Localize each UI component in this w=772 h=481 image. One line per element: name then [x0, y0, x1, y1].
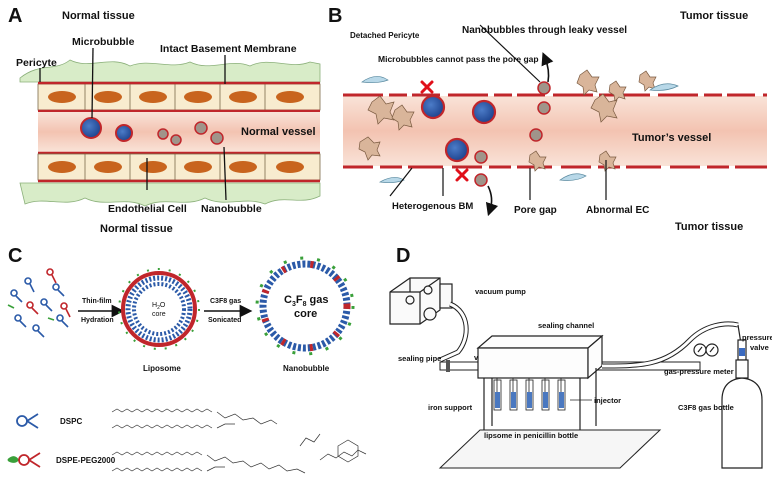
normal-tissue-top-label: Normal tissue: [62, 10, 135, 22]
pore-gap-label: Pore gap: [514, 205, 557, 216]
pericyte-layer-top: [19, 59, 321, 83]
microbubble-label: Microbubble: [72, 36, 135, 48]
panel-d: D vacuum pump sealing pipe valve sealing…: [389, 245, 772, 469]
nanobubble-a1: [157, 128, 169, 140]
tumor-tissue-top-label: Tumor tissue: [680, 10, 748, 22]
nanobubble-c: [255, 256, 355, 356]
iron-support-label: iron support: [428, 403, 473, 412]
panel-c-letter: C: [8, 245, 22, 267]
gas-bottle-label: C3F8 gas bottle: [678, 403, 734, 412]
gas-pressure-meter: [693, 343, 719, 357]
abnormal-ec-label: Abnormal EC: [586, 205, 649, 216]
hydration-label: Hydration: [81, 317, 114, 324]
ec-dividers-bottom: [84, 154, 266, 180]
thin-film-label: Thin-film: [82, 298, 112, 305]
gas-pipe: [601, 321, 739, 369]
nanobubble-b4: [474, 173, 488, 187]
nanobubble-b3: [474, 150, 488, 164]
nanobubble-a4: [210, 131, 224, 145]
endothelial-cell-label: Endothelial Cell: [108, 203, 187, 215]
dspe-peg-structure: [111, 433, 367, 474]
liposome: [118, 268, 200, 350]
blocked-x-marks: [420, 80, 469, 182]
valve-left: [446, 360, 450, 372]
bottle-fill: [495, 392, 564, 408]
pressure-valve-label-1: pressure: [742, 333, 772, 342]
lipsome-bottle-label: lipsome in penicillin bottle: [484, 431, 578, 440]
tumor-tissue-bottom-label: Tumor tissue: [675, 221, 743, 233]
sealing-pipe-label: sealing pipe: [398, 354, 441, 363]
escape-arrow-top: [541, 52, 554, 83]
tumor-pericytes: [361, 76, 679, 184]
sealing-channel: [476, 334, 604, 380]
nanobubbles-leaky-label: Nanobubbles through leaky vessel: [462, 25, 627, 36]
dspe-peg-icon: [7, 452, 41, 468]
vacuum-pump: [389, 277, 453, 325]
panel-a: A Normal tissue: [8, 5, 321, 235]
injectors: [496, 378, 562, 392]
pressure-valve-label-2: valve: [750, 343, 769, 352]
panel-a-leaders: [39, 47, 227, 201]
panel-b-leaders: [389, 24, 607, 200]
dspe-peg-label: DSPE-PEG2000: [56, 456, 116, 465]
sonicated-label: Sonicated: [208, 317, 241, 324]
nanobubble-b2: [537, 101, 551, 115]
pericyte-label: Pericyte: [16, 57, 57, 69]
gas-bottle: [721, 324, 763, 469]
sealing-pipe-inner: [439, 302, 468, 362]
vacuum-pump-label: vacuum pump: [475, 287, 526, 296]
panel-a-letter: A: [8, 5, 22, 27]
microbubble-b2: [471, 99, 497, 125]
gas-core-label: C3F8 gas: [284, 294, 329, 308]
tumor-vessel-lumen: [343, 96, 767, 166]
tumor-cells: [358, 69, 657, 172]
panel-d-letter: D: [396, 245, 410, 267]
microbubble-b3: [444, 137, 470, 163]
dspc-icon: [16, 413, 39, 429]
h2o-core-label: H2O: [152, 302, 166, 311]
free-lipids: [7, 268, 71, 338]
pressure-valve: [739, 348, 745, 356]
gas-core-line2: core: [294, 308, 317, 320]
c3f8-gas-label: C3F8 gas: [210, 298, 241, 305]
panel-b: B Tumor tissue: [328, 5, 767, 233]
h2o-core-line2: core: [152, 311, 166, 318]
pericyte-layer-bottom: [19, 182, 321, 207]
nanobubble-label-a: Nanobubble: [201, 203, 262, 215]
escape-arrow-bottom: [485, 185, 499, 217]
ec-nuclei-bottom: [48, 161, 304, 173]
intact-bm-label: Intact Basement Membrane: [160, 43, 297, 55]
sealing-channel-label: sealing channel: [538, 321, 594, 330]
nanobubble-b5: [529, 128, 543, 142]
gas-pipe-inner: [601, 322, 739, 368]
dspc-label: DSPC: [60, 417, 82, 426]
normal-vessel-label: Normal vessel: [241, 126, 316, 138]
ec-dividers-top: [84, 84, 266, 110]
microbubble-b1: [420, 94, 446, 120]
microbubble-2: [115, 124, 133, 142]
heterogenous-bm-label: Heterogenous BM: [392, 201, 473, 212]
panel-b-letter: B: [328, 5, 342, 27]
microbubbles-cannot-label: Microbubbles cannot pass the pore gap: [378, 54, 539, 64]
gas-pressure-meter-label: gas-pressure meter: [664, 367, 734, 376]
tumor-vessel-label: Tumor’s vessel: [632, 132, 711, 144]
nanobubble-a2: [170, 134, 182, 146]
microbubble-1: [80, 117, 102, 139]
panel-c: C Thin-film Hydration: [7, 245, 367, 474]
detached-pericyte-label: Detached Pericyte: [350, 31, 420, 40]
nanobubble-b1: [537, 81, 551, 95]
normal-tissue-bottom-label: Normal tissue: [100, 223, 173, 235]
nanobubble-label-c: Nanobubble: [283, 364, 330, 373]
ec-nuclei-top: [48, 91, 304, 103]
nanobubble-a3: [194, 121, 208, 135]
injector-label: injector: [594, 396, 621, 405]
dspc-structure: [111, 408, 278, 429]
iron-support-base: [438, 429, 662, 469]
liposome-label: Liposome: [143, 364, 181, 373]
